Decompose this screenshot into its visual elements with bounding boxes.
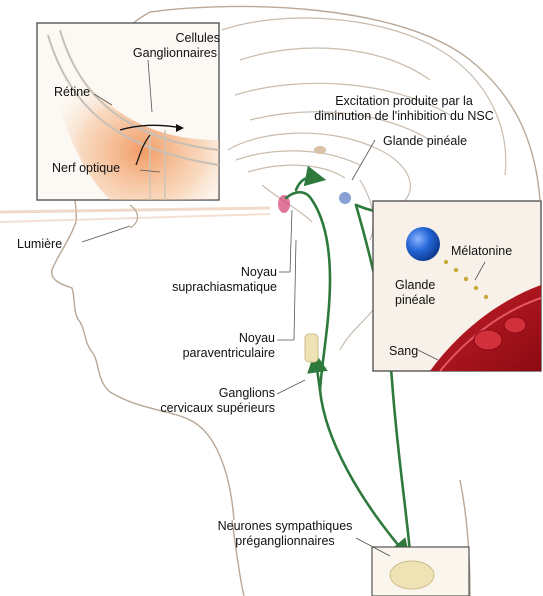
label-glande-inset-1: Glande — [395, 278, 435, 292]
label-sang: Sang — [389, 344, 418, 358]
label-nerf-optique: Nerf optique — [52, 161, 120, 175]
label-cellules: Cellules — [176, 31, 220, 45]
light-beam — [0, 205, 270, 228]
label-lumiere: Lumière — [17, 237, 62, 251]
label-ganglions-2: cervicaux supérieurs — [160, 401, 275, 415]
label-ganglions-1: Ganglions — [219, 386, 275, 400]
label-noyau-supra-2: suprachiasmatique — [172, 280, 277, 294]
label-excitation-1: Excitation produite par la — [284, 94, 524, 108]
label-noyau-para-1: Noyau — [239, 331, 275, 345]
label-neurones-1: Neurones sympathiques — [180, 519, 390, 533]
label-noyau-supra-1: Noyau — [241, 265, 277, 279]
label-noyau-para-2: paraventriculaire — [183, 346, 275, 360]
label-ganglionnaires: Ganglionnaires — [133, 46, 217, 60]
label-glande-inset-2: pinéale — [395, 293, 435, 307]
pineal-gland-icon — [406, 227, 440, 261]
label-excitation-2: diminution de l'inhibition du NSC — [284, 109, 524, 123]
ganglion-marker — [305, 334, 318, 362]
label-glande-pineale-top: Glande pinéale — [383, 134, 467, 148]
label-neurones-2: préganglionnaires — [180, 534, 390, 548]
label-melatonine: Mélatonine — [451, 244, 512, 258]
label-retine: Rétine — [54, 85, 90, 99]
